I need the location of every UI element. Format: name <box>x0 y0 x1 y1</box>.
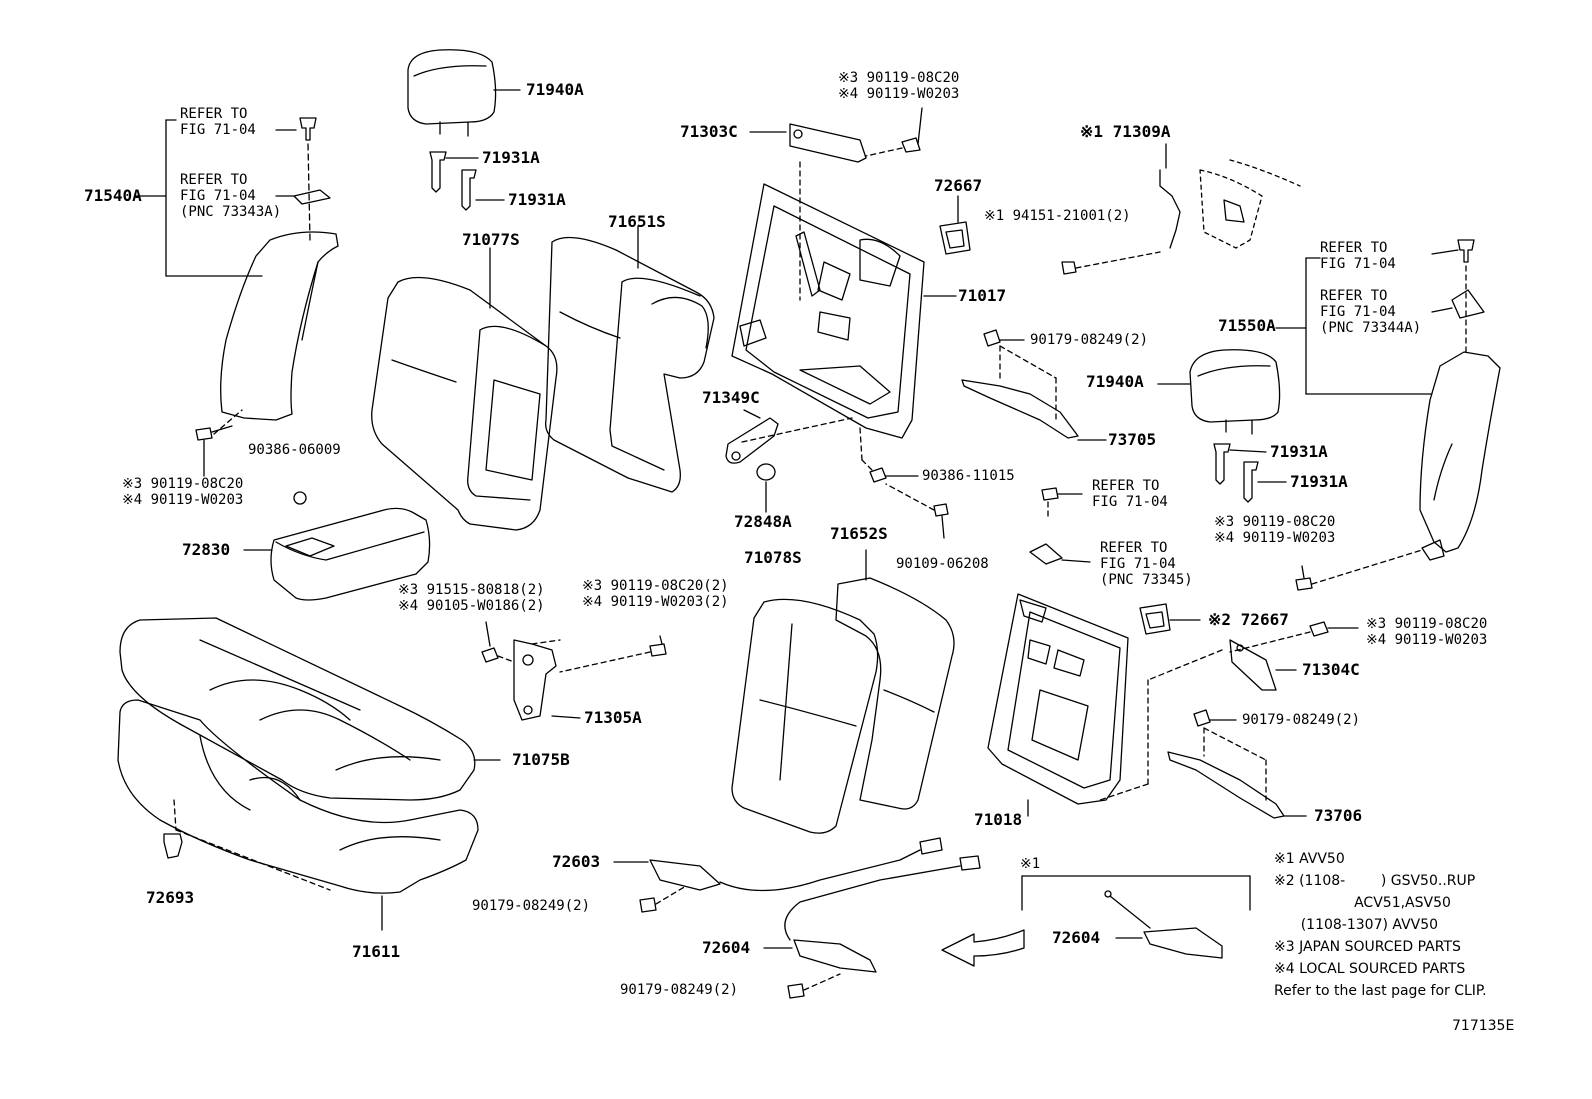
callout-71018[interactable]: 71018 <box>974 810 1023 829</box>
cable-72603 <box>613 837 943 913</box>
callout-90179-08249-2[interactable]: 90179-08249(2) <box>1242 712 1361 728</box>
callout-71304C[interactable]: 71304C <box>1302 660 1360 679</box>
callout-90179-08249-4[interactable]: 90179-08249(2) <box>620 982 739 998</box>
refer-note-4: REFER TO FIG 71-04 (PNC 73344A) <box>1320 288 1422 336</box>
callout-71940A-right[interactable]: 71940A <box>1086 372 1144 391</box>
refer-note-5: REFER TO FIG 71-04 <box>1092 478 1168 510</box>
figure-code: 717135E <box>1452 1018 1515 1034</box>
hinge-71305A <box>481 621 667 721</box>
callout-71303C[interactable]: 71303C <box>680 122 738 141</box>
callout-71931A-1[interactable]: 71931A <box>482 148 540 167</box>
callout-71305A[interactable]: 71305A <box>584 708 642 727</box>
refer-note-6: REFER TO FIG 71-04 (PNC 73345) <box>1100 540 1193 588</box>
callout-72604-1[interactable]: 72604 <box>702 938 751 957</box>
callout-71540A[interactable]: 71540A <box>84 186 142 205</box>
callout-71309A[interactable]: ※1 71309A <box>1080 122 1171 141</box>
rail-73705 <box>961 329 1107 441</box>
seatback-71651S <box>545 225 715 493</box>
bolt-right <box>1295 549 1423 591</box>
callout-73706[interactable]: 73706 <box>1314 806 1363 825</box>
callout-71075B[interactable]: 71075B <box>512 750 570 769</box>
seatback-71077S <box>371 247 558 531</box>
rod-71309A <box>1061 143 1301 275</box>
callout-72693[interactable]: 72693 <box>146 888 195 907</box>
legend-line-3: ACV51,ASV50 <box>1274 895 1451 911</box>
refer-note-1: REFER TO FIG 71-04 <box>180 106 256 138</box>
callout-72667-2[interactable]: ※2 72667 <box>1208 610 1289 629</box>
bracket-71304C <box>1099 621 1359 801</box>
callout-71550A[interactable]: 71550A <box>1218 316 1276 335</box>
callout-71931A-2[interactable]: 71931A <box>508 190 566 209</box>
callout-72604-2[interactable]: 72604 <box>1052 928 1101 947</box>
bracket-71303C <box>749 107 923 301</box>
callout-71931A-3[interactable]: 71931A <box>1270 442 1328 461</box>
bolt-note-center-1: ※3 91515-80818(2) ※4 90105-W0186(2) <box>398 582 545 614</box>
legend-line-4: (1108-1307) AVV50 <box>1274 917 1439 933</box>
bolt-left <box>195 409 243 477</box>
callout-90179-08249-1[interactable]: 90179-08249(2) <box>1030 332 1149 348</box>
callout-71611[interactable]: 71611 <box>352 942 401 961</box>
rail-73706 <box>1167 709 1307 819</box>
callout-90386-11015[interactable]: 90386-11015 <box>922 468 1015 484</box>
legend-line-5: ※3 JAPAN SOURCED PARTS <box>1274 939 1461 955</box>
callout-72848A[interactable]: 72848A <box>734 512 792 531</box>
clip-72693 <box>163 833 183 859</box>
side-bolster-left <box>135 117 339 421</box>
callout-72603[interactable]: 72603 <box>552 852 601 871</box>
callout-71077S[interactable]: 71077S <box>462 230 520 249</box>
legend-line-7: Refer to the last page for CLIP. <box>1274 983 1487 999</box>
inset-note-marker: ※1 <box>1020 856 1041 872</box>
callout-71349C[interactable]: 71349C <box>702 388 760 407</box>
callout-71652S[interactable]: 71652S <box>830 524 888 543</box>
refer-note-2: REFER TO FIG 71-04 (PNC 73343A) <box>180 172 282 220</box>
callout-71078S[interactable]: 71078S <box>744 548 802 567</box>
fasteners-center <box>859 427 949 539</box>
bracket-71349C <box>725 409 853 513</box>
bolt-note-right: ※3 90119-08C20 ※4 90119-W0203 <box>1214 514 1336 546</box>
callout-71017[interactable]: 71017 <box>958 286 1007 305</box>
callout-71940A-left[interactable]: 71940A <box>526 80 584 99</box>
bolt-note-left: ※3 90119-08C20 ※4 90119-W0203 <box>122 476 244 508</box>
seat-cushion-71075B <box>119 617 501 801</box>
callout-73705[interactable]: 73705 <box>1108 430 1157 449</box>
cable-72604 <box>763 855 981 999</box>
headrest-guide-left <box>429 151 505 211</box>
seat-cushion-71611 <box>117 699 479 931</box>
bolt-note-center-2: ※3 90119-08C20(2) ※4 90119-W0203(2) <box>582 578 729 610</box>
callout-90109-06208[interactable]: 90109-06208 <box>896 556 989 572</box>
callout-71931A-4[interactable]: 71931A <box>1290 472 1348 491</box>
seatback-71078S <box>731 598 879 834</box>
callout-71651S[interactable]: 71651S <box>608 212 666 231</box>
side-bolster-right <box>1275 239 1501 561</box>
legend-line-2: ※2 (1108- ) GSV50..RUP <box>1274 873 1476 889</box>
callout-72830[interactable]: 72830 <box>182 540 231 559</box>
legend-line-6: ※4 LOCAL SOURCED PARTS <box>1274 961 1466 977</box>
armrest-72830 <box>243 491 431 601</box>
latch-cover-72667-2 <box>1139 603 1201 635</box>
legend-line-1: ※1 AVV50 <box>1274 851 1345 867</box>
callout-90179-08249-3[interactable]: 90179-08249(2) <box>472 898 591 914</box>
seatback-71652S <box>835 549 955 810</box>
inset-avv50 <box>941 875 1251 967</box>
callout-90386-06009[interactable]: 90386-06009 <box>248 442 341 458</box>
bolt-note-top: ※3 90119-08C20 ※4 90119-W0203 <box>838 70 960 102</box>
refer-note-3: REFER TO FIG 71-04 <box>1320 240 1396 272</box>
frame-71018 <box>987 593 1129 817</box>
headrest-left <box>407 49 521 137</box>
callout-72667-1[interactable]: 72667 <box>934 176 983 195</box>
clip-pnc-73345 <box>1029 487 1091 565</box>
headrest-guide-right <box>1213 443 1287 503</box>
callout-94151-21001[interactable]: ※1 94151-21001(2) <box>984 208 1131 224</box>
bolt-note-right-2: ※3 90119-08C20 ※4 90119-W0203 <box>1366 616 1488 648</box>
latch-cover-72667 <box>939 195 971 255</box>
frame-71017 <box>731 183 957 439</box>
headrest-right <box>1157 349 1281 435</box>
